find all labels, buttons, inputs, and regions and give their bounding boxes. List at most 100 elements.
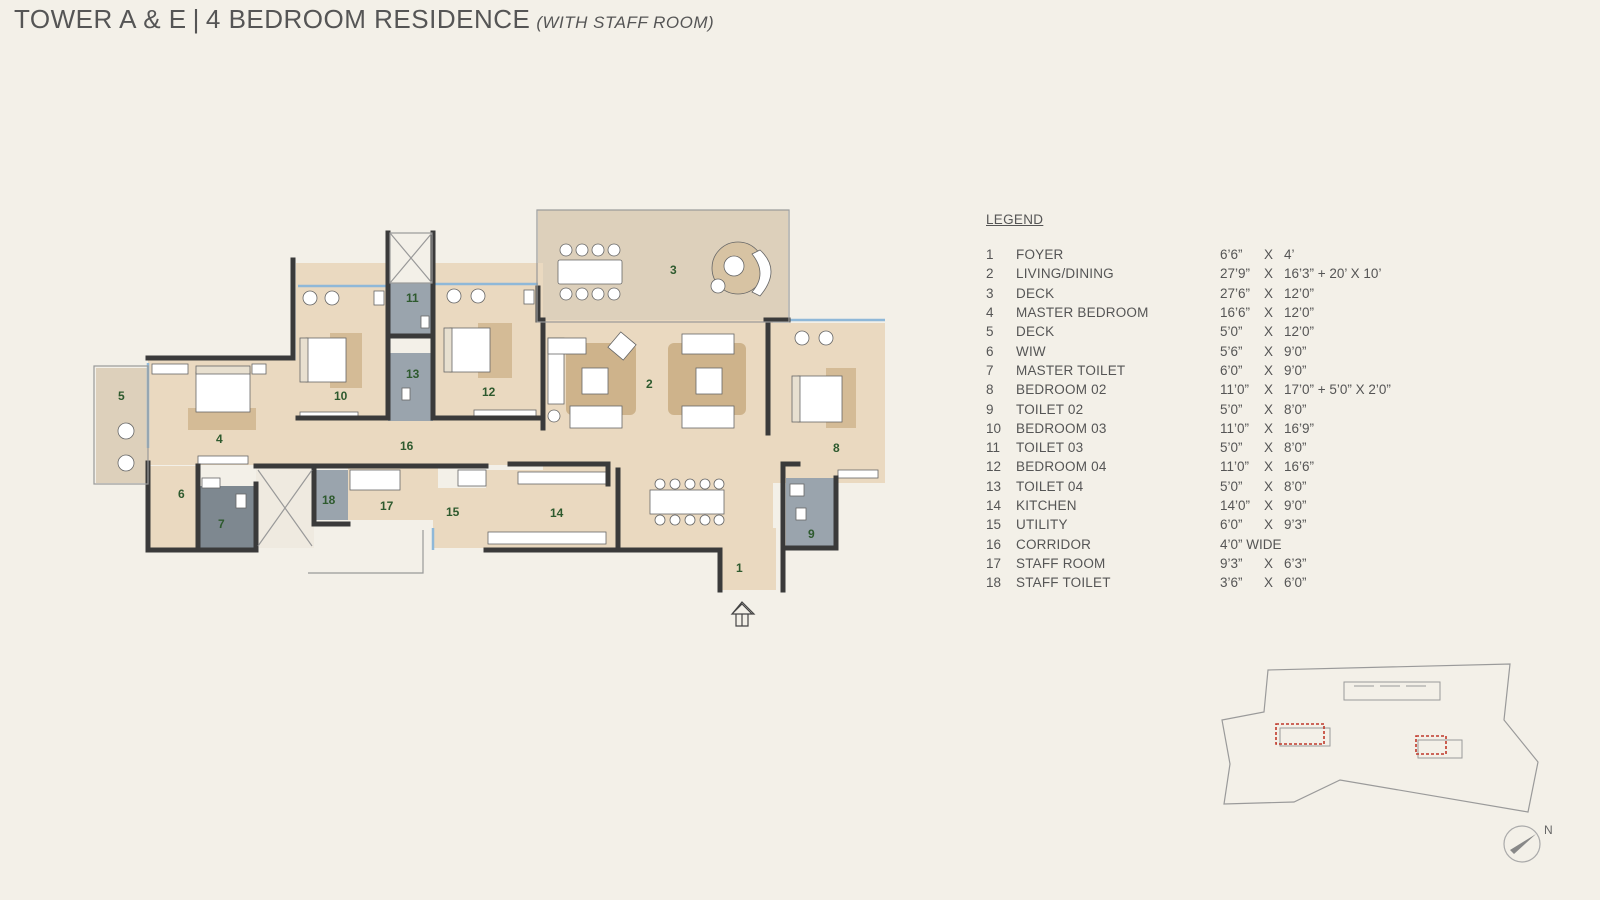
dining-chair <box>684 478 696 490</box>
floor-plan: 1 2 3 4 5 6 7 8 9 10 11 12 13 14 15 16 1… <box>93 209 885 627</box>
side-table <box>547 409 561 423</box>
room-number-8: 8 <box>833 441 840 455</box>
legend-dim-2: 8’0” <box>1284 478 1307 494</box>
room-number-15: 15 <box>446 505 460 519</box>
compass-needle-icon <box>1510 834 1536 854</box>
legend-dim-2: 16’6” <box>1284 459 1315 475</box>
building-block <box>1343 681 1441 701</box>
room-number-9: 9 <box>808 527 815 541</box>
legend-dim-2: 9’0” <box>1284 343 1307 359</box>
shaft-11 <box>389 232 433 284</box>
dining-chair <box>669 514 681 526</box>
legend-dim-2: 17’0” + 5’0” X 2’0” <box>1284 382 1391 398</box>
legend-dim-x: X <box>1264 555 1274 571</box>
legend-number: 2 <box>986 266 994 282</box>
deck-chair <box>710 278 726 294</box>
legend-dim-2: 12’0” <box>1284 324 1315 340</box>
basin <box>789 483 805 497</box>
legend-number: 8 <box>986 382 994 398</box>
deck5-chair <box>117 454 135 472</box>
room-number-2: 2 <box>646 377 653 391</box>
deck-chair <box>607 287 621 301</box>
dining-table <box>649 489 725 515</box>
deck-chair <box>607 243 621 257</box>
legend-room-name: DECK <box>1016 285 1055 301</box>
kitchen-counter <box>487 531 607 545</box>
building-block <box>1279 727 1331 747</box>
utility-floor <box>433 488 488 548</box>
bed12-chair <box>470 288 486 304</box>
master-bed <box>195 371 251 413</box>
legend-dim-1: 5’0” <box>1220 440 1243 456</box>
legend-dim-2: 16’9” <box>1284 420 1315 436</box>
room-number-17: 17 <box>380 499 394 513</box>
legend-dim-2: 9’0” <box>1284 498 1307 513</box>
legend-dim-x: X <box>1264 266 1274 282</box>
legend-number: 16 <box>986 536 1002 552</box>
legend-dim-x: X <box>1264 401 1274 417</box>
legend-number: 3 <box>986 285 994 301</box>
legend-dim-1: 5’6” <box>1220 343 1243 359</box>
room-number-10: 10 <box>334 389 348 403</box>
legend-dim-2: 12’0” <box>1284 305 1315 321</box>
legend-dim-1: 16’6” <box>1220 305 1251 321</box>
legend-room-name: BEDROOM 04 <box>1016 459 1107 475</box>
room-number-11: 11 <box>406 291 419 305</box>
sofa-bottom <box>569 405 623 429</box>
north-arrow: N <box>1503 823 1553 863</box>
legend-heading: LEGEND <box>986 212 1044 227</box>
room-number-4: 4 <box>216 432 223 446</box>
bed12-chair <box>446 288 462 304</box>
legend-room-name: KITCHEN <box>1016 498 1077 513</box>
legend-dim-1: 27’9” <box>1220 266 1251 282</box>
legend-dim-1: 5’0” <box>1220 324 1243 340</box>
wall-outline <box>780 475 839 551</box>
entry-arrow-icon <box>730 601 756 627</box>
sofa-left-back <box>547 337 587 355</box>
wc <box>420 315 430 329</box>
deck-chair <box>559 243 573 257</box>
deck-3-rail <box>536 209 790 323</box>
legend-room-name: CORRIDOR <box>1016 536 1092 552</box>
legend-dim-1: 6’0” <box>1220 517 1243 533</box>
toilet-13-floor <box>388 353 433 421</box>
legend-dim-2: 8’0” <box>1284 401 1307 417</box>
legend-dim-1: 27’6” <box>1220 285 1251 301</box>
site-key-plan <box>1221 663 1539 813</box>
wiw-floor <box>148 466 198 548</box>
bed10-desk <box>373 290 385 306</box>
legend-dim-x: X <box>1264 575 1274 591</box>
room-number-12: 12 <box>482 385 496 399</box>
dining-chair <box>699 514 711 526</box>
legend-number: 10 <box>986 420 1002 436</box>
legend-room-name: TOILET 02 <box>1016 401 1084 417</box>
bed02-chair <box>794 330 810 346</box>
legend-dim-x: X <box>1264 362 1274 378</box>
legend-number: 13 <box>986 478 1002 494</box>
deck-seat <box>723 255 745 277</box>
legend-room-name: UTILITY <box>1016 517 1068 533</box>
dining-chair <box>713 478 725 490</box>
compass-label: N <box>1544 823 1553 837</box>
master-toilet-floor <box>198 486 256 548</box>
deck-lounge <box>751 249 772 297</box>
legend-number: 15 <box>986 517 1002 533</box>
walls <box>145 230 839 593</box>
legend-dim-x: X <box>1264 420 1274 436</box>
legend-dim-1: 6’6” <box>1220 247 1243 263</box>
room-number-5: 5 <box>118 389 125 403</box>
legend-room-name: MASTER TOILET <box>1016 362 1126 378</box>
legend-dim-x: X <box>1264 285 1274 301</box>
